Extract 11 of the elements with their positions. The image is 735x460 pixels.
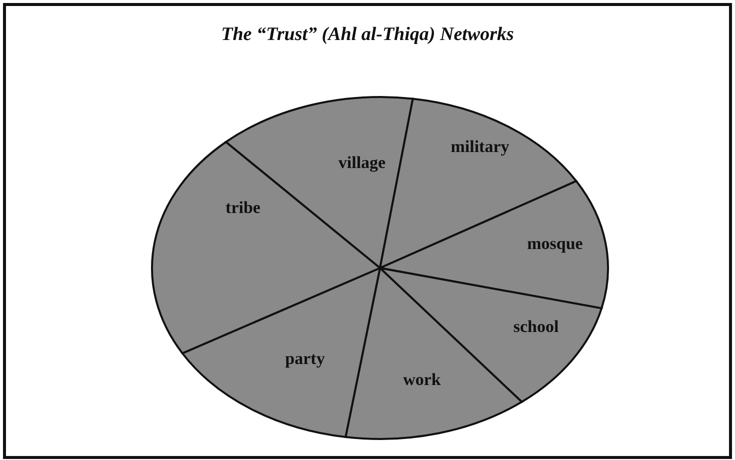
pie-sector [224,96,414,269]
sector-label: party [285,349,325,368]
sector-label: work [403,370,441,389]
sector-label: tribe [226,198,260,217]
sector-label: village [338,153,386,172]
sector-label: mosque [527,234,583,253]
pie-sector [181,267,381,438]
title: The “Trust” (Ahl al-Thiqa) Networks [220,24,515,46]
sector-label: school [513,317,559,336]
sector-label: military [450,137,510,156]
pie-sector [379,180,609,310]
